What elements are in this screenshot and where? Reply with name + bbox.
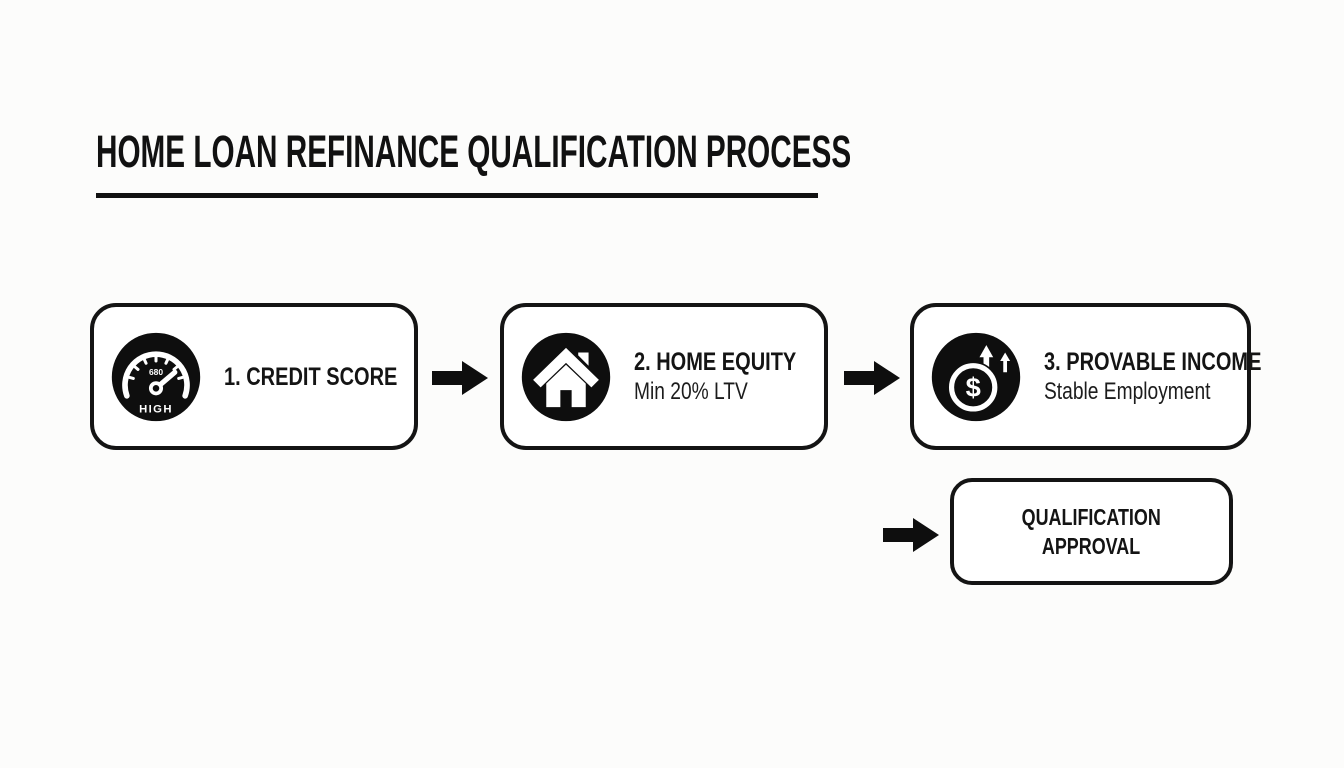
flow-arrow-icon xyxy=(432,360,488,396)
step-sublabel: Min 20% LTV xyxy=(634,378,748,405)
home-icon xyxy=(519,330,613,424)
step-label: 1. CREDIT SCORE xyxy=(224,362,398,391)
step-box-home-equity: 2. HOME EQUITY Min 20% LTV xyxy=(500,303,828,450)
money-growth-icon: $ xyxy=(929,330,1023,424)
page-title: HOME LOAN REFINANCE QUALIFICATION PROCES… xyxy=(96,128,1240,176)
step-box-credit-score: 680 HIGH 1. CREDIT SCORE xyxy=(90,303,418,450)
step-label: 3. PROVABLE INCOME xyxy=(1044,348,1262,376)
result-line-2: APPROVAL xyxy=(1042,532,1141,559)
dollar-sign-glyph: $ xyxy=(966,371,981,402)
gauge-value-text: 680 xyxy=(149,367,163,377)
credit-score-gauge-icon: 680 HIGH xyxy=(109,330,203,424)
step-sublabel: Stable Employment xyxy=(1044,378,1211,405)
flow-arrow-icon xyxy=(883,517,939,553)
title-underline xyxy=(96,193,818,198)
page-title-text: HOME LOAN REFINANCE QUALIFICATION PROCES… xyxy=(96,126,852,177)
result-box-qualification-approval: QUALIFICATION APPROVAL xyxy=(950,478,1233,585)
step-box-provable-income: $ 3. PROVABLE INCOME Stable Employment xyxy=(910,303,1261,450)
step-labels: 2. HOME EQUITY Min 20% LTV xyxy=(634,347,837,406)
gauge-level-text: HIGH xyxy=(139,403,173,415)
step-labels: 1. CREDIT SCORE xyxy=(224,362,441,392)
step-labels: 3. PROVABLE INCOME Stable Employment xyxy=(1044,347,1316,406)
step-label: 2. HOME EQUITY xyxy=(634,348,797,376)
result-line-1: QUALIFICATION xyxy=(1021,503,1162,530)
flow-arrow-icon xyxy=(844,360,900,396)
